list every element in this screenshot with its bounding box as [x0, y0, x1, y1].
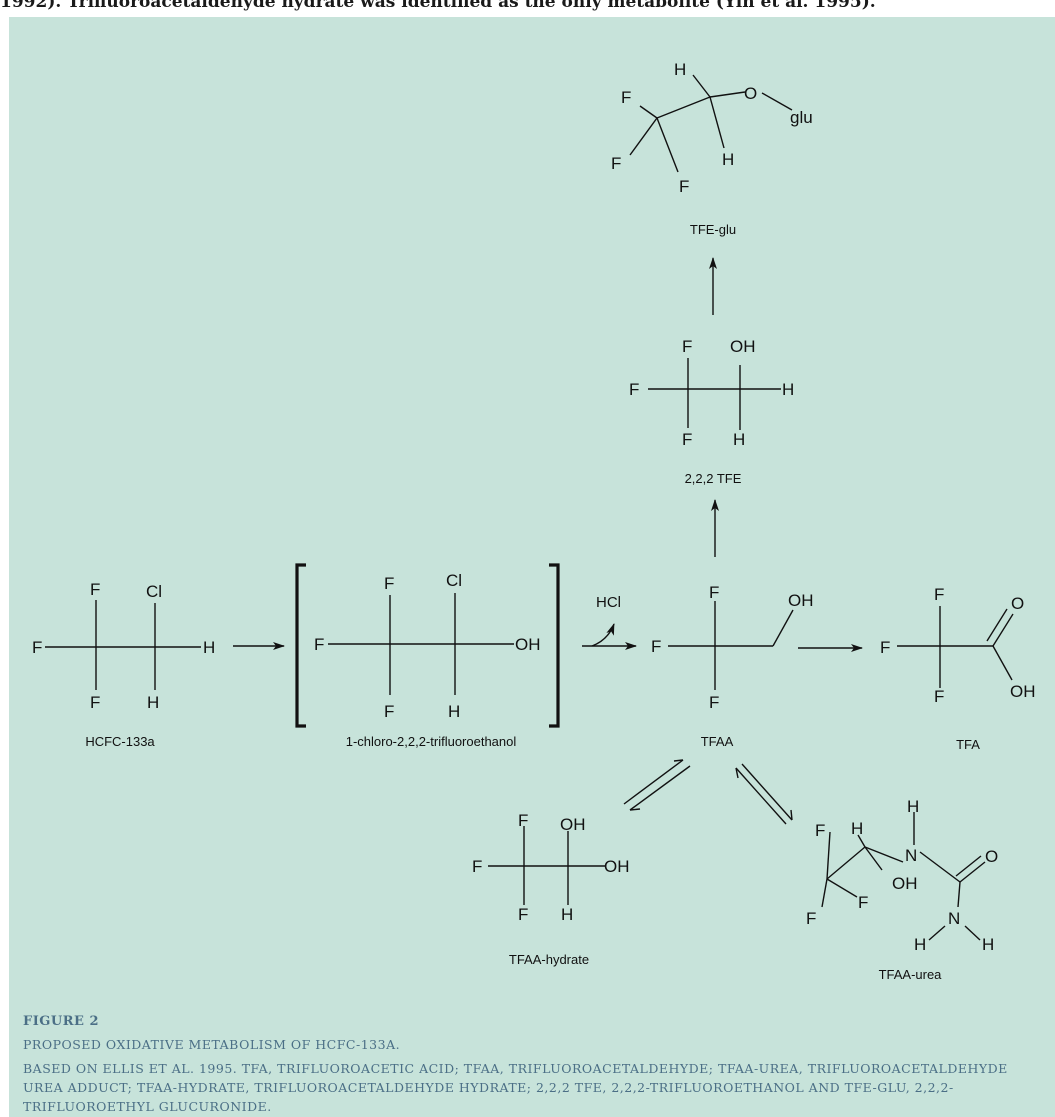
atom-h: H	[722, 150, 734, 169]
figure-title: PROPOSED OXIDATIVE METABOLISM OF HCFC-13…	[23, 1037, 401, 1052]
atom-f: F	[472, 857, 482, 876]
atom-f: F	[384, 574, 394, 593]
atom-h: H	[782, 380, 794, 399]
tfa-structure: F F F O OH	[880, 585, 1036, 706]
atom-f: F	[858, 893, 868, 912]
atom-cl: Cl	[446, 571, 462, 590]
tfa-label: TFA	[956, 737, 980, 752]
atom-f: F	[709, 693, 719, 712]
intermediate-label: 1-chloro-2,2,2-trifluoroethanol	[346, 734, 517, 749]
equilibrium-arrow-hydrate	[623, 759, 691, 811]
tfe-glu-label: TFE-glu	[690, 222, 736, 237]
atom-oh: OH	[604, 857, 630, 876]
atom-f: F	[682, 430, 692, 449]
atom-f: F	[934, 687, 944, 706]
atom-n: N	[948, 909, 960, 928]
hcfc-133a-structure: F F F Cl H H	[32, 580, 215, 712]
atom-h: H	[914, 935, 926, 954]
atom-o: O	[985, 847, 998, 866]
atom-oh: OH	[560, 815, 586, 834]
atom-cl: Cl	[146, 582, 162, 601]
atom-f: F	[651, 637, 661, 656]
atom-f: F	[934, 585, 944, 604]
atom-f: F	[679, 177, 689, 196]
atom-glu: glu	[790, 108, 813, 127]
atom-h: H	[982, 935, 994, 954]
atom-f: F	[384, 702, 394, 721]
atom-h: H	[147, 693, 159, 712]
tfaa-label: TFAA	[701, 734, 734, 749]
atom-h: H	[851, 819, 863, 838]
tfe-label: 2,2,2 TFE	[685, 471, 742, 486]
atom-oh: OH	[788, 591, 814, 610]
atom-f: F	[709, 583, 719, 602]
atom-f: F	[815, 821, 825, 840]
atom-f: F	[90, 580, 100, 599]
tfaa-structure: F F F OH	[651, 583, 814, 712]
atom-h: H	[907, 797, 919, 816]
tfaa-urea-label: TFAA-urea	[879, 967, 943, 982]
figure-label: FIGURE 2	[23, 1014, 100, 1029]
atom-f: F	[32, 638, 42, 657]
tfe-glu-structure: F F F H H O glu	[611, 60, 813, 196]
tfaa-hydrate-label: TFAA-hydrate	[509, 952, 589, 967]
atom-oh: OH	[515, 635, 541, 654]
intermediate-structure: F F F Cl OH H	[295, 563, 560, 728]
tfe-structure: F F F OH H H	[629, 337, 794, 449]
preceding-text-line: 1992). Trifluoroacetaldehyde hydrate was…	[0, 0, 876, 12]
atom-oh: OH	[892, 874, 918, 893]
atom-hcl: HCl	[596, 594, 621, 611]
atom-h: H	[203, 638, 215, 657]
atom-f: F	[682, 337, 692, 356]
figure-panel	[9, 17, 1055, 1117]
atom-n: N	[905, 846, 917, 865]
tfaa-hydrate-structure: F F F OH OH H	[472, 811, 630, 924]
figure-caption: BASED ON ELLIS ET AL. 1995. TFA, TRIFLUO…	[23, 1061, 1008, 1114]
atom-f: F	[518, 905, 528, 924]
atom-h: H	[448, 702, 460, 721]
atom-f: F	[806, 909, 816, 928]
atom-f: F	[90, 693, 100, 712]
tfaa-urea-structure: H H N O F F F OH N H H	[806, 797, 998, 954]
atom-o: O	[1011, 594, 1024, 613]
atom-h: H	[561, 905, 573, 924]
atom-h: H	[674, 60, 686, 79]
atom-f: F	[621, 88, 631, 107]
equilibrium-arrow-urea	[735, 763, 793, 825]
atom-oh: OH	[1010, 682, 1036, 701]
hcl-elimination-arrow: HCl	[582, 594, 637, 650]
atom-f: F	[880, 638, 890, 657]
hcfc-133a-label: HCFC-133a	[85, 734, 155, 749]
atom-o: O	[744, 84, 757, 103]
atom-h: H	[733, 430, 745, 449]
atom-f: F	[629, 380, 639, 399]
atom-f: F	[314, 635, 324, 654]
atom-oh: OH	[730, 337, 756, 356]
atom-f: F	[518, 811, 528, 830]
atom-f: F	[611, 154, 621, 173]
